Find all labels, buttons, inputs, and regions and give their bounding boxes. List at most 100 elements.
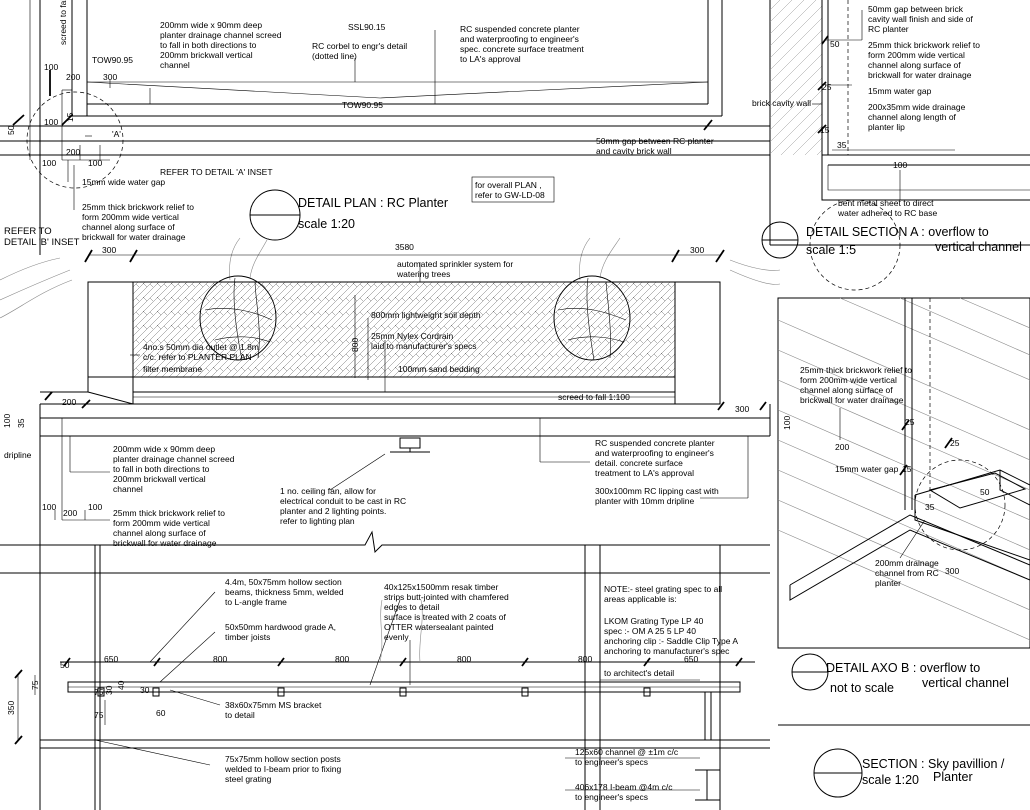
dim-text: 200	[63, 508, 77, 518]
detail-b-title-2: vertical channel	[922, 676, 1009, 690]
dim-text: 25	[822, 82, 832, 92]
dim-text: 100	[2, 414, 12, 428]
dim-text: 800	[335, 654, 349, 664]
dim-text: 300	[103, 72, 117, 82]
dim-text: 35	[925, 502, 935, 512]
filter-note: filter membrane	[143, 364, 202, 374]
dim-text: 60	[156, 708, 166, 718]
detail-a-linework	[761, 0, 1030, 259]
dim-text: 100	[44, 117, 58, 127]
dim-text: 350	[6, 701, 16, 715]
sand-note: 100mm sand bedding	[398, 364, 480, 374]
detail-plan-texts: screed to fall 1:100 100 200 300 15 50 T…	[4, 0, 714, 248]
section-title-2: Planter	[933, 770, 973, 784]
detail-a-scale: scale 1:5	[806, 243, 856, 257]
water-gap-note: 15mm wide water gap	[82, 177, 165, 187]
joists-note: 50x50mm hardwood grade A,timber joists	[225, 622, 336, 642]
detail-b-linework	[777, 297, 1030, 726]
dim-text: 100	[782, 416, 792, 430]
tow-label: TOW90.95	[92, 55, 133, 65]
bottom-section-linework	[0, 545, 863, 810]
dim-text: 50	[6, 125, 16, 135]
detail-plan-scale: scale 1:20	[298, 217, 355, 231]
screed-vertical-label: screed to fall 1:100	[58, 0, 68, 45]
dim-text: 100	[88, 502, 102, 512]
detail-a-title-2: vertical channel	[935, 240, 1022, 254]
dim-text: 100	[44, 62, 58, 72]
dim-text: 25	[950, 438, 960, 448]
tow-label: TOW90.95	[342, 100, 383, 110]
dim-text: 100	[893, 160, 907, 170]
dim-text: 200	[62, 397, 76, 407]
dim-text: 650	[684, 654, 698, 664]
detail-b-title: DETAIL AXO B : overflow to	[826, 661, 980, 675]
dim-text: 50	[980, 487, 990, 497]
inset-a-label: 'A'	[112, 129, 121, 139]
section-scale: scale 1:20	[862, 773, 919, 787]
dim-text: 30	[140, 685, 150, 695]
dim-text: 35	[16, 418, 26, 428]
dim-text: 300	[945, 566, 959, 576]
screed-note: screed to fall 1:100	[558, 392, 630, 402]
dim-text: 40	[116, 680, 126, 690]
ssl-label: SSL90.15	[348, 22, 386, 32]
dim-text: 100	[88, 158, 102, 168]
dim-text: 200	[66, 72, 80, 82]
dim-text: 50	[830, 39, 840, 49]
brick-wall-note: brick cavity wall	[752, 98, 811, 108]
detail-b-scale: not to scale	[830, 681, 894, 695]
dim-text: 35	[837, 140, 847, 150]
dim-text: 75	[94, 687, 104, 697]
dim-text: 200	[66, 147, 80, 157]
dim-text: 300	[690, 245, 704, 255]
soil-note: 800mm lightweight soil depth	[371, 310, 481, 320]
dim-text: 800	[457, 654, 471, 664]
corbel-note: RC corbel to engr's detail(dotted line)	[312, 41, 407, 61]
dim-text: 50	[60, 660, 70, 670]
dim-text: 25	[905, 417, 915, 427]
architect-note: to architect's detail	[604, 668, 674, 678]
section-title: SECTION : Sky pavillion /	[862, 757, 1005, 771]
dim-text: 15	[902, 464, 912, 474]
dim-text: 15	[820, 125, 830, 135]
dim-text: 75	[94, 710, 104, 720]
dim-text: 100	[42, 502, 56, 512]
dim-text: 3580	[395, 242, 414, 252]
dim-text: 30	[104, 685, 114, 695]
dim-text: 800	[578, 654, 592, 664]
dim-text: 15	[65, 112, 75, 122]
planter-section-linework	[0, 199, 901, 810]
dim-text: 650	[104, 654, 118, 664]
dim-text: 800	[213, 654, 227, 664]
detail-a-title: DETAIL SECTION A : overflow to	[806, 225, 989, 239]
detail-plan-title: DETAIL PLAN : RC Planter	[298, 196, 448, 210]
dim-text: 75	[30, 680, 40, 690]
dim-text: 300	[735, 404, 749, 414]
refer-detail-a: REFER TO DETAIL 'A' INSET	[160, 167, 273, 177]
dim-text: 200	[835, 442, 849, 452]
